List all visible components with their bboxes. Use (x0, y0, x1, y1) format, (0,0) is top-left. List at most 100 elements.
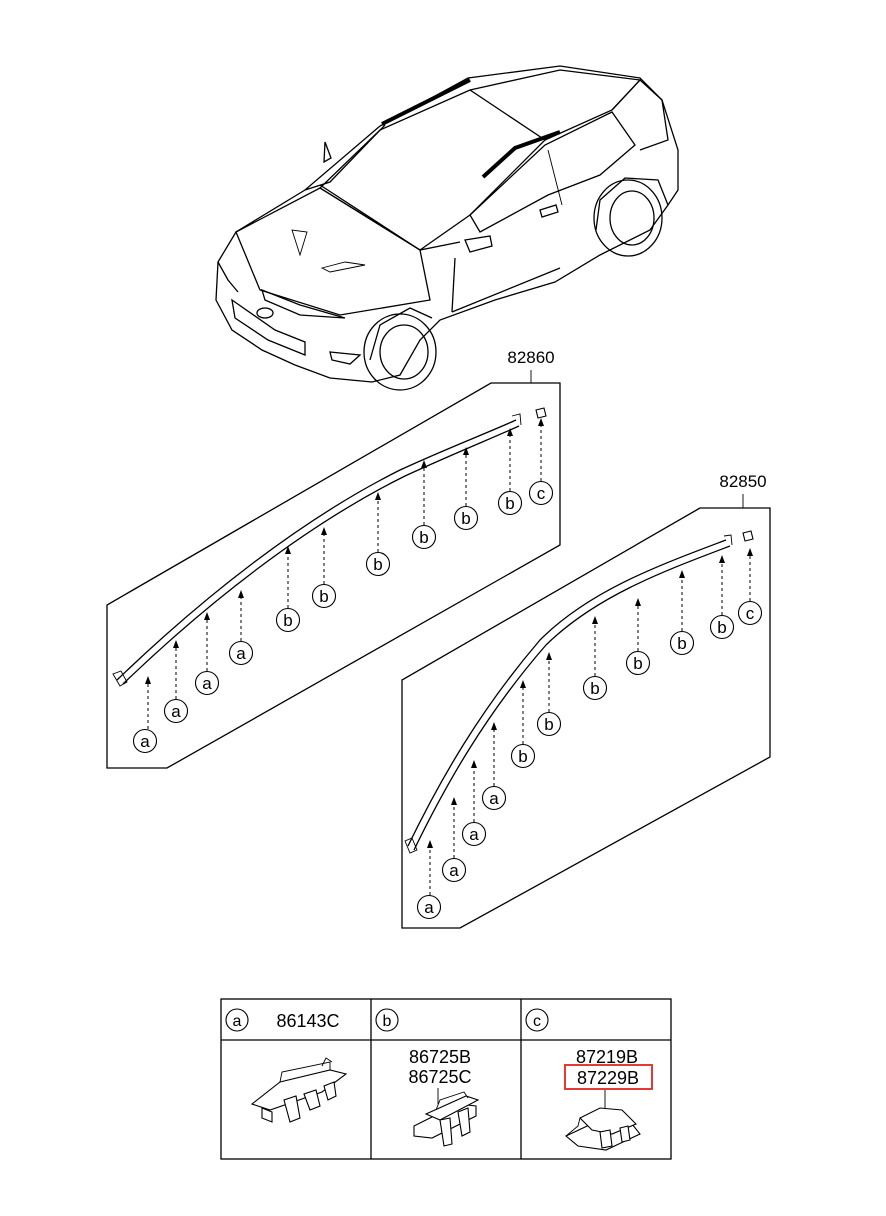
callout-letter-a: a (202, 674, 212, 693)
upper-clip-callout-a: a (132, 676, 158, 754)
upper-assembly-label: 82860 (507, 348, 554, 367)
arrow-head-icon (285, 546, 291, 554)
callout-circle (453, 505, 479, 531)
lower-clip-callout-a: a (481, 722, 507, 811)
clip-c-part-lower (742, 530, 754, 542)
arrow-head-icon (592, 616, 598, 624)
moulding-strip-icon (116, 419, 517, 681)
callout-circle (528, 480, 554, 506)
upper-clip-callout-a: a (163, 640, 189, 724)
callout-letter-b: b (505, 494, 514, 513)
callout-circle (669, 630, 695, 656)
arrow-head-icon (507, 428, 513, 436)
upper-clip-callout-b: b (497, 428, 523, 516)
callout-letter-b: b (590, 679, 599, 698)
callout-letter-b: b (633, 654, 642, 673)
legend-letter-c: c (533, 1013, 541, 1030)
lower-clip-callout-b: b (510, 680, 536, 769)
callout-circle (365, 551, 391, 577)
callout-letter-b: b (717, 618, 726, 637)
lower-assembly-box (401, 507, 771, 929)
upper-clip-callout-b: b (365, 492, 391, 577)
arrow-head-icon (635, 598, 641, 606)
callout-letter-a: a (140, 732, 150, 751)
callout-letter-a: a (489, 789, 499, 808)
clip-a-icon (250, 1057, 348, 1123)
lower-clip-callout-b: b (709, 555, 735, 640)
legend-part-b-1: 86725B (409, 1047, 471, 1067)
arrow-head-icon (538, 418, 544, 426)
arrow-head-icon (679, 570, 685, 578)
callout-letter-b: b (518, 747, 527, 766)
callout-circle (709, 614, 735, 640)
arrow-head-icon (471, 760, 477, 768)
callout-circle (481, 785, 507, 811)
callout-circle (311, 583, 337, 609)
callout-circle (275, 607, 301, 633)
arrow-head-icon (546, 652, 552, 660)
arrow-head-icon (173, 640, 179, 648)
callout-circle (416, 894, 442, 920)
moulding-strip-icon (407, 539, 727, 847)
car-body-icon (215, 65, 679, 391)
upper-clip-callout-b: b (411, 460, 437, 550)
upper-clip-callout-b: b (275, 546, 301, 633)
legend-part-b-2: 86725C (408, 1067, 471, 1087)
arrow-head-icon (204, 612, 210, 620)
legend-letter-a: a (233, 1013, 242, 1030)
callout-letter-a: a (171, 702, 181, 721)
callout-circle (510, 743, 536, 769)
arrow-head-icon (145, 676, 151, 684)
callout-circle (582, 675, 608, 701)
lower-clip-callout-b: b (669, 570, 695, 656)
legend-cell-c: c 87219B 87229B (525, 1008, 653, 1151)
arrow-head-icon (520, 680, 526, 688)
arrow-head-icon (421, 460, 427, 468)
arrow-head-icon (451, 797, 457, 805)
clip-c-part-upper (535, 407, 547, 419)
callout-circle (132, 728, 158, 754)
lower-assembly-label: 82850 (719, 472, 766, 491)
callout-circle (461, 821, 487, 847)
lower-clip-callout-b: b (536, 652, 562, 737)
callout-letter-a: a (469, 825, 479, 844)
callout-letter-c: c (537, 484, 546, 503)
callout-circle (497, 490, 523, 516)
arrow-head-icon (427, 840, 433, 848)
lower-clip-callout-b: b (625, 598, 651, 676)
callout-circle (536, 711, 562, 737)
callout-letter-b: b (677, 634, 686, 653)
callout-circle (625, 650, 651, 676)
callout-letter-b: b (419, 528, 428, 547)
arrow-head-icon (463, 447, 469, 455)
upper-clip-callout-b: b (311, 527, 337, 609)
lower-clip-callout-a: a (416, 840, 442, 920)
callout-letter-a: a (236, 644, 246, 663)
callout-letter-b: b (283, 611, 292, 630)
upper-clip-callout-b: b (453, 447, 479, 531)
arrow-head-icon (321, 527, 327, 535)
lower-clip-callout-a: a (461, 760, 487, 847)
legend-cell-b: b 86725B 86725C (375, 1008, 480, 1147)
upper-clip-callout-a: a (194, 612, 220, 696)
callout-letter-c: c (746, 604, 755, 623)
clip-c-icon (564, 1107, 641, 1151)
legend-part-a: 86143C (276, 1011, 339, 1031)
arrow-head-icon (491, 722, 497, 730)
clip-b-icon (413, 1091, 480, 1147)
upper-assembly-box (106, 382, 561, 769)
lower-clip-callout-c: c (737, 548, 763, 626)
callout-letter-b: b (461, 509, 470, 528)
callout-letter-b: b (544, 715, 553, 734)
callout-letter-b: b (319, 587, 328, 606)
callout-letter-b: b (373, 555, 382, 574)
arrow-head-icon (375, 492, 381, 500)
highlight-box (564, 1064, 653, 1090)
upper-clip-callout-a: a (228, 590, 254, 666)
callout-circle (194, 670, 220, 696)
callout-circle (737, 600, 763, 626)
